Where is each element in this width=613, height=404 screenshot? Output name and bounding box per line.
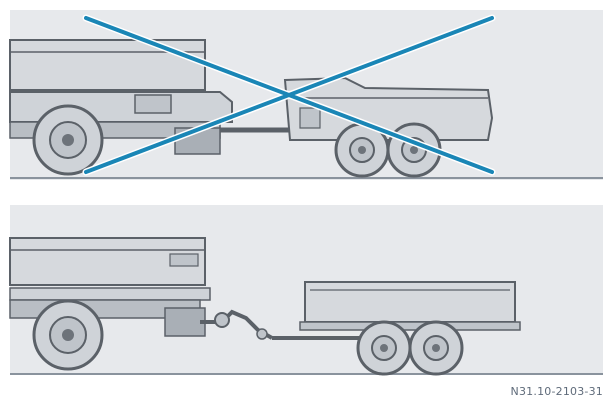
figure-reference-code: N31.10-2103-31 [511,385,603,398]
